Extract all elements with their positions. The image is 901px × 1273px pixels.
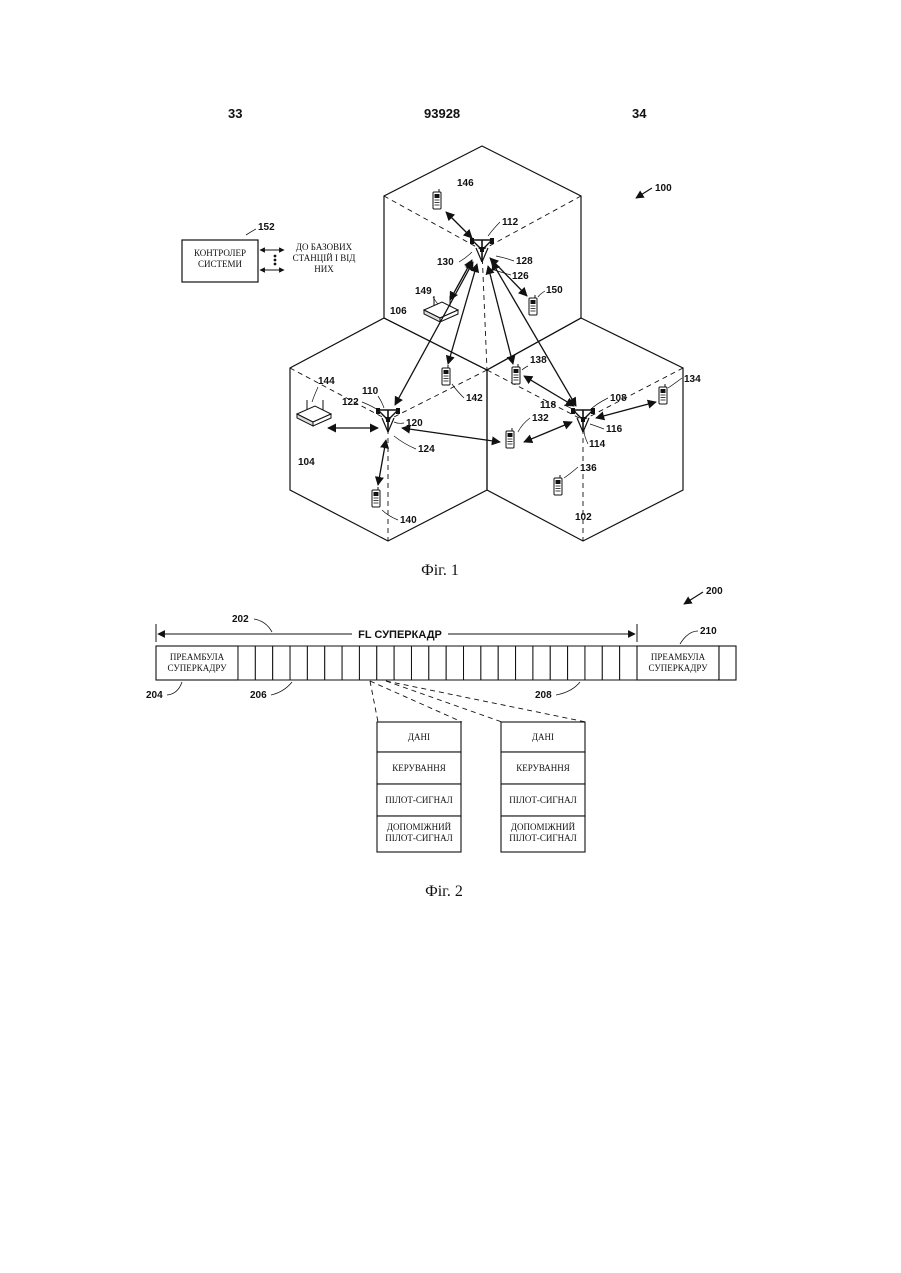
- to-stations-text-3: НИХ: [314, 264, 334, 274]
- ref-140: 140: [400, 515, 417, 526]
- terminal-134-icon: [659, 384, 667, 404]
- ref-138: 138: [530, 355, 547, 366]
- frame-cell: [620, 646, 637, 680]
- slot-field-label: ПІЛОТ-СИГНАЛ: [385, 795, 452, 805]
- ref-200: 200: [706, 586, 723, 597]
- frame-cell: [429, 646, 446, 680]
- frame-cell: [394, 646, 411, 680]
- ref-102: 102: [575, 512, 592, 523]
- slot-field-label: КЕРУВАННЯ: [516, 763, 570, 773]
- slot-field-label: ПІЛОТ-СИГНАЛ: [509, 833, 576, 843]
- ref-126: 126: [512, 271, 529, 282]
- superframe-label: FL СУПЕРКАДР: [358, 629, 442, 641]
- ref-150: 150: [546, 285, 563, 296]
- slot-field-label: КЕРУВАННЯ: [392, 763, 446, 773]
- slot-field-label: ДАНІ: [532, 732, 554, 742]
- ref-130: 130: [437, 257, 454, 268]
- ref-136: 136: [580, 463, 597, 474]
- base-station-110-icon: [376, 408, 400, 432]
- zoom-lines: [370, 681, 586, 722]
- ref-142: 142: [466, 393, 483, 404]
- terminal-132-icon: [506, 428, 514, 448]
- base-station-108-icon: [571, 408, 595, 432]
- frame-cell: [602, 646, 619, 680]
- cell-102-outline: [487, 318, 683, 541]
- frame-cell: [307, 646, 324, 680]
- ref-144: 144: [318, 376, 335, 387]
- ref-104: 104: [298, 457, 315, 468]
- figure-2-caption: Фіг. 2: [425, 883, 463, 900]
- ref-204: 204: [146, 690, 163, 701]
- controller-text-2: СИСТЕМИ: [198, 259, 243, 269]
- frame-cell: [464, 646, 481, 680]
- ref-206: 206: [250, 690, 267, 701]
- terminal-150-icon: [529, 295, 537, 315]
- frame-cells: [238, 646, 637, 680]
- ref-132: 132: [532, 413, 549, 424]
- slot-field-label: ПІЛОТ-СИГНАЛ: [385, 833, 452, 843]
- frame-cell: [481, 646, 498, 680]
- ref-114: 114: [589, 439, 606, 450]
- figure-1-caption: Фіг. 1: [421, 562, 459, 579]
- slot-stack-right: ДАНІКЕРУВАННЯПІЛОТ-СИГНАЛДОПОМІЖНИЙПІЛОТ…: [501, 722, 585, 852]
- frame-cell: [342, 646, 359, 680]
- cell-hexagons: [290, 146, 683, 541]
- ref-208: 208: [535, 690, 552, 701]
- ref-120: 120: [406, 418, 423, 429]
- ref-202: 202: [232, 614, 249, 625]
- ref-112: 112: [502, 217, 519, 228]
- frame-cell: [325, 646, 342, 680]
- ref-122: 122: [342, 397, 359, 408]
- terminal-136-icon: [554, 475, 562, 495]
- ref-100: 100: [655, 183, 672, 194]
- terminal-140-icon: [372, 487, 380, 507]
- frame-cell: [516, 646, 533, 680]
- preamble-2-text-2: СУПЕРКАДРУ: [648, 663, 708, 673]
- radio-links: [328, 212, 656, 485]
- frame-cell: [533, 646, 550, 680]
- ref-146: 146: [457, 178, 474, 189]
- slot-stack-left: ДАНІКЕРУВАННЯПІЛОТ-СИГНАЛДОПОМІЖНИЙПІЛОТ…: [377, 722, 461, 852]
- to-stations-text-1: ДО БАЗОВИХ: [296, 242, 353, 252]
- frame-cell: [290, 646, 307, 680]
- frame-cell: [550, 646, 567, 680]
- ref-124: 124: [418, 444, 435, 455]
- frame-cell: [446, 646, 463, 680]
- to-stations-text-2: СТАНЦІЙ І ВІД: [293, 253, 356, 263]
- ref-108: 108: [610, 393, 627, 404]
- terminal-142-icon: [442, 365, 450, 385]
- slot-field-label: ДОПОМІЖНИЙ: [511, 822, 576, 832]
- ref-149: 149: [415, 286, 432, 297]
- frame-cell: [498, 646, 515, 680]
- preamble-1-text-2: СУПЕРКАДРУ: [167, 663, 227, 673]
- terminal-146-icon: [433, 189, 441, 209]
- frame-cell: [359, 646, 376, 680]
- frame-cell: [273, 646, 290, 680]
- frame-cell: [255, 646, 272, 680]
- ref-210: 210: [700, 626, 717, 637]
- preamble-1-text-1: ПРЕАМБУЛА: [170, 652, 225, 662]
- controller-text-1: КОНТРОЛЕР: [194, 248, 246, 258]
- slot-field-label: ПІЛОТ-СИГНАЛ: [509, 795, 576, 805]
- frame-cell: [585, 646, 602, 680]
- frame-cell: [377, 646, 394, 680]
- terminal-144-icon: [297, 400, 331, 426]
- frame-cell: [568, 646, 585, 680]
- ref-106: 106: [390, 306, 407, 317]
- ref-134: 134: [684, 374, 701, 385]
- ref-128: 128: [516, 256, 533, 267]
- slot-field-label: ДАНІ: [408, 732, 430, 742]
- ref-152: 152: [258, 222, 275, 233]
- frame-cell: [238, 646, 255, 680]
- terminal-138-icon: [512, 364, 520, 384]
- frame-cell: [411, 646, 428, 680]
- ref-110: 110: [362, 386, 379, 397]
- preamble-2-text-1: ПРЕАМБУЛА: [651, 652, 706, 662]
- ref-118: 118: [540, 400, 557, 411]
- ref-116: 116: [606, 424, 623, 435]
- slot-field-label: ДОПОМІЖНИЙ: [387, 822, 452, 832]
